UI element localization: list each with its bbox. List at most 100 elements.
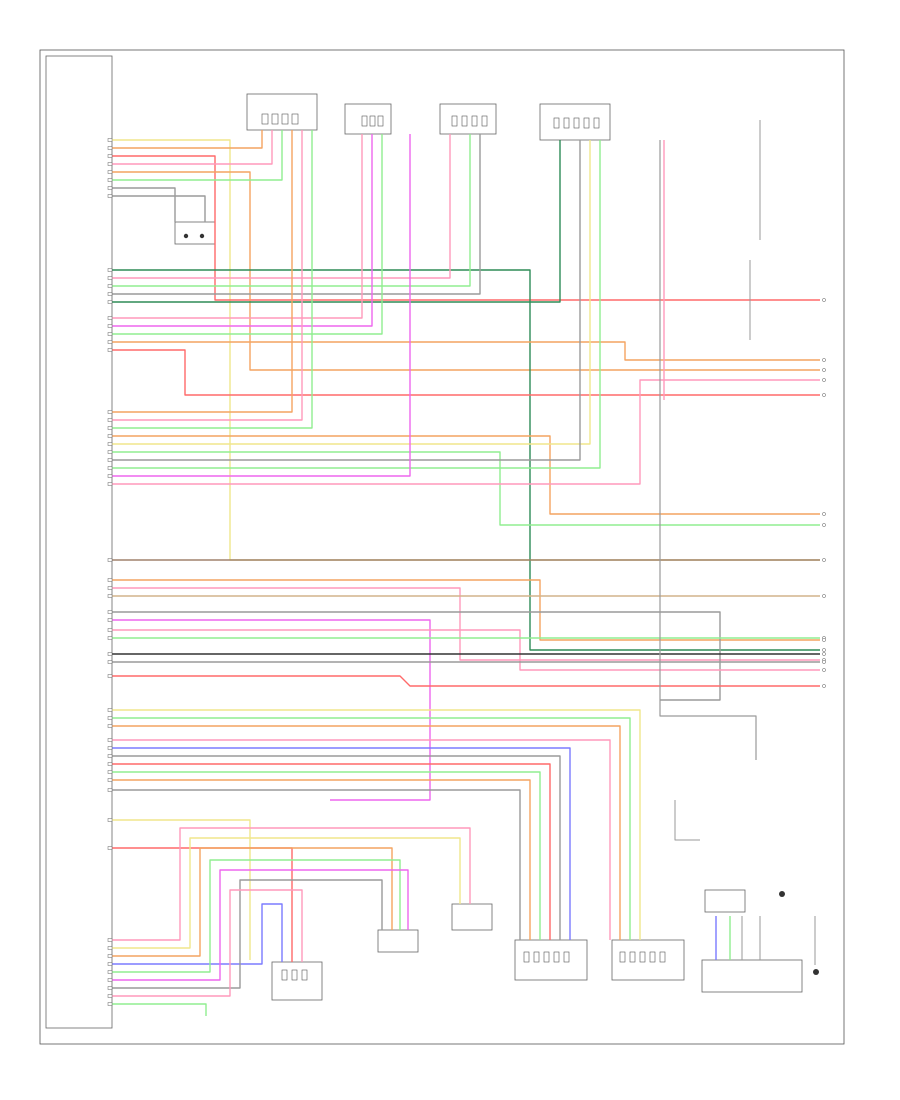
ecu-terminal — [107, 716, 113, 720]
wire-30 — [112, 579, 820, 641]
wire-10 — [112, 134, 451, 279]
ecu-terminal — [107, 660, 113, 664]
wire-28 — [112, 379, 820, 485]
ecu-terminal — [107, 770, 113, 774]
wire-27 — [112, 134, 411, 477]
wire-1 — [112, 139, 820, 561]
sensor-feed-1 — [674, 800, 700, 841]
ecu-terminal — [107, 474, 113, 478]
offpage-terminal — [822, 358, 826, 362]
wire-55 — [112, 903, 283, 965]
ecu-terminal — [107, 426, 113, 430]
offpage-terminal — [822, 558, 826, 562]
ecu-terminal — [107, 162, 113, 166]
ecu-terminal — [107, 978, 113, 982]
wire-59 — [112, 889, 303, 997]
wire-51 — [112, 847, 293, 962]
ecu-terminal — [107, 332, 113, 336]
wire-14 — [112, 134, 363, 319]
offpage-terminal — [822, 668, 826, 672]
ecu-terminal — [107, 466, 113, 470]
ecu-terminal — [107, 482, 113, 486]
wire-41 — [112, 717, 631, 940]
offpage-terminal — [822, 594, 826, 598]
offpage-terminal — [822, 648, 826, 652]
ecu-terminal — [107, 610, 113, 614]
ecu-terminal — [107, 348, 113, 352]
wire-12 — [112, 134, 481, 295]
wire-22 — [112, 435, 820, 515]
offpage-terminal — [822, 512, 826, 516]
wire-60 — [112, 1003, 207, 1016]
ecu-terminal — [107, 628, 113, 632]
ecu-terminal — [107, 586, 113, 590]
ecu-terminal — [107, 746, 113, 750]
wire-19 — [112, 130, 293, 413]
ecu-terminal — [107, 652, 113, 656]
wire-18 — [112, 349, 820, 396]
wire-5 — [112, 171, 820, 371]
ecu-terminal — [107, 636, 113, 640]
small-switch-component — [174, 221, 216, 245]
bottom-connector-1 — [271, 961, 323, 1001]
power-feed-1 — [659, 140, 757, 760]
wire-25 — [112, 140, 581, 461]
wire-20 — [112, 130, 303, 421]
wire-45 — [112, 755, 561, 940]
ecu-terminal — [107, 970, 113, 974]
ecu-terminal — [107, 578, 113, 582]
control-module — [45, 55, 113, 1029]
offpage-terminal — [822, 638, 826, 642]
ecu-terminal — [107, 594, 113, 598]
wire-57 — [112, 869, 409, 981]
ecu-terminal — [107, 154, 113, 158]
ecu-terminal — [107, 146, 113, 150]
wire-56 — [112, 859, 401, 973]
wire-31 — [112, 587, 820, 661]
wire-46 — [112, 763, 551, 940]
wire-52 — [112, 827, 471, 941]
ecu-terminal — [107, 458, 113, 462]
wire-11 — [112, 134, 471, 287]
ecu-terminal — [107, 818, 113, 822]
offpage-terminal — [822, 298, 826, 302]
ecu-terminal — [107, 738, 113, 742]
bottom-connector-4 — [514, 939, 588, 981]
ground-symbol — [779, 891, 819, 975]
ecu-terminal — [107, 986, 113, 990]
ecu-terminal — [107, 316, 113, 320]
ecu-terminal — [107, 186, 113, 190]
ecu-terminal — [107, 788, 113, 792]
ecu-terminal — [107, 846, 113, 850]
ecu-terminal — [107, 268, 113, 272]
top-connector-3 — [439, 103, 497, 135]
ecu-terminal — [107, 442, 113, 446]
wire-58 — [112, 879, 383, 989]
wire-43 — [112, 739, 611, 940]
wire-layer — [112, 120, 820, 1016]
wire-26 — [112, 140, 601, 469]
wire-53 — [112, 837, 461, 949]
ecu-terminal — [107, 324, 113, 328]
ecu-terminal — [107, 340, 113, 344]
offpage-terminal — [822, 378, 826, 382]
ecu-terminal — [107, 724, 113, 728]
ecu-terminal — [107, 410, 113, 414]
ecu-terminal — [107, 618, 113, 622]
wire-7 — [112, 187, 176, 222]
wire-4 — [112, 130, 273, 165]
ecu-terminal — [107, 962, 113, 966]
wire-8 — [112, 195, 206, 222]
wire-23 — [112, 140, 591, 445]
wire-13 — [112, 140, 561, 303]
wire-35 — [112, 629, 820, 671]
wire-54 — [112, 847, 393, 957]
ecu-terminal — [107, 276, 113, 280]
wire-40 — [112, 709, 641, 940]
offpage-terminal — [822, 393, 826, 397]
wire-42 — [112, 725, 621, 940]
wire-50 — [112, 819, 251, 960]
ecu-terminal — [107, 674, 113, 678]
top-connector-1 — [246, 93, 318, 131]
